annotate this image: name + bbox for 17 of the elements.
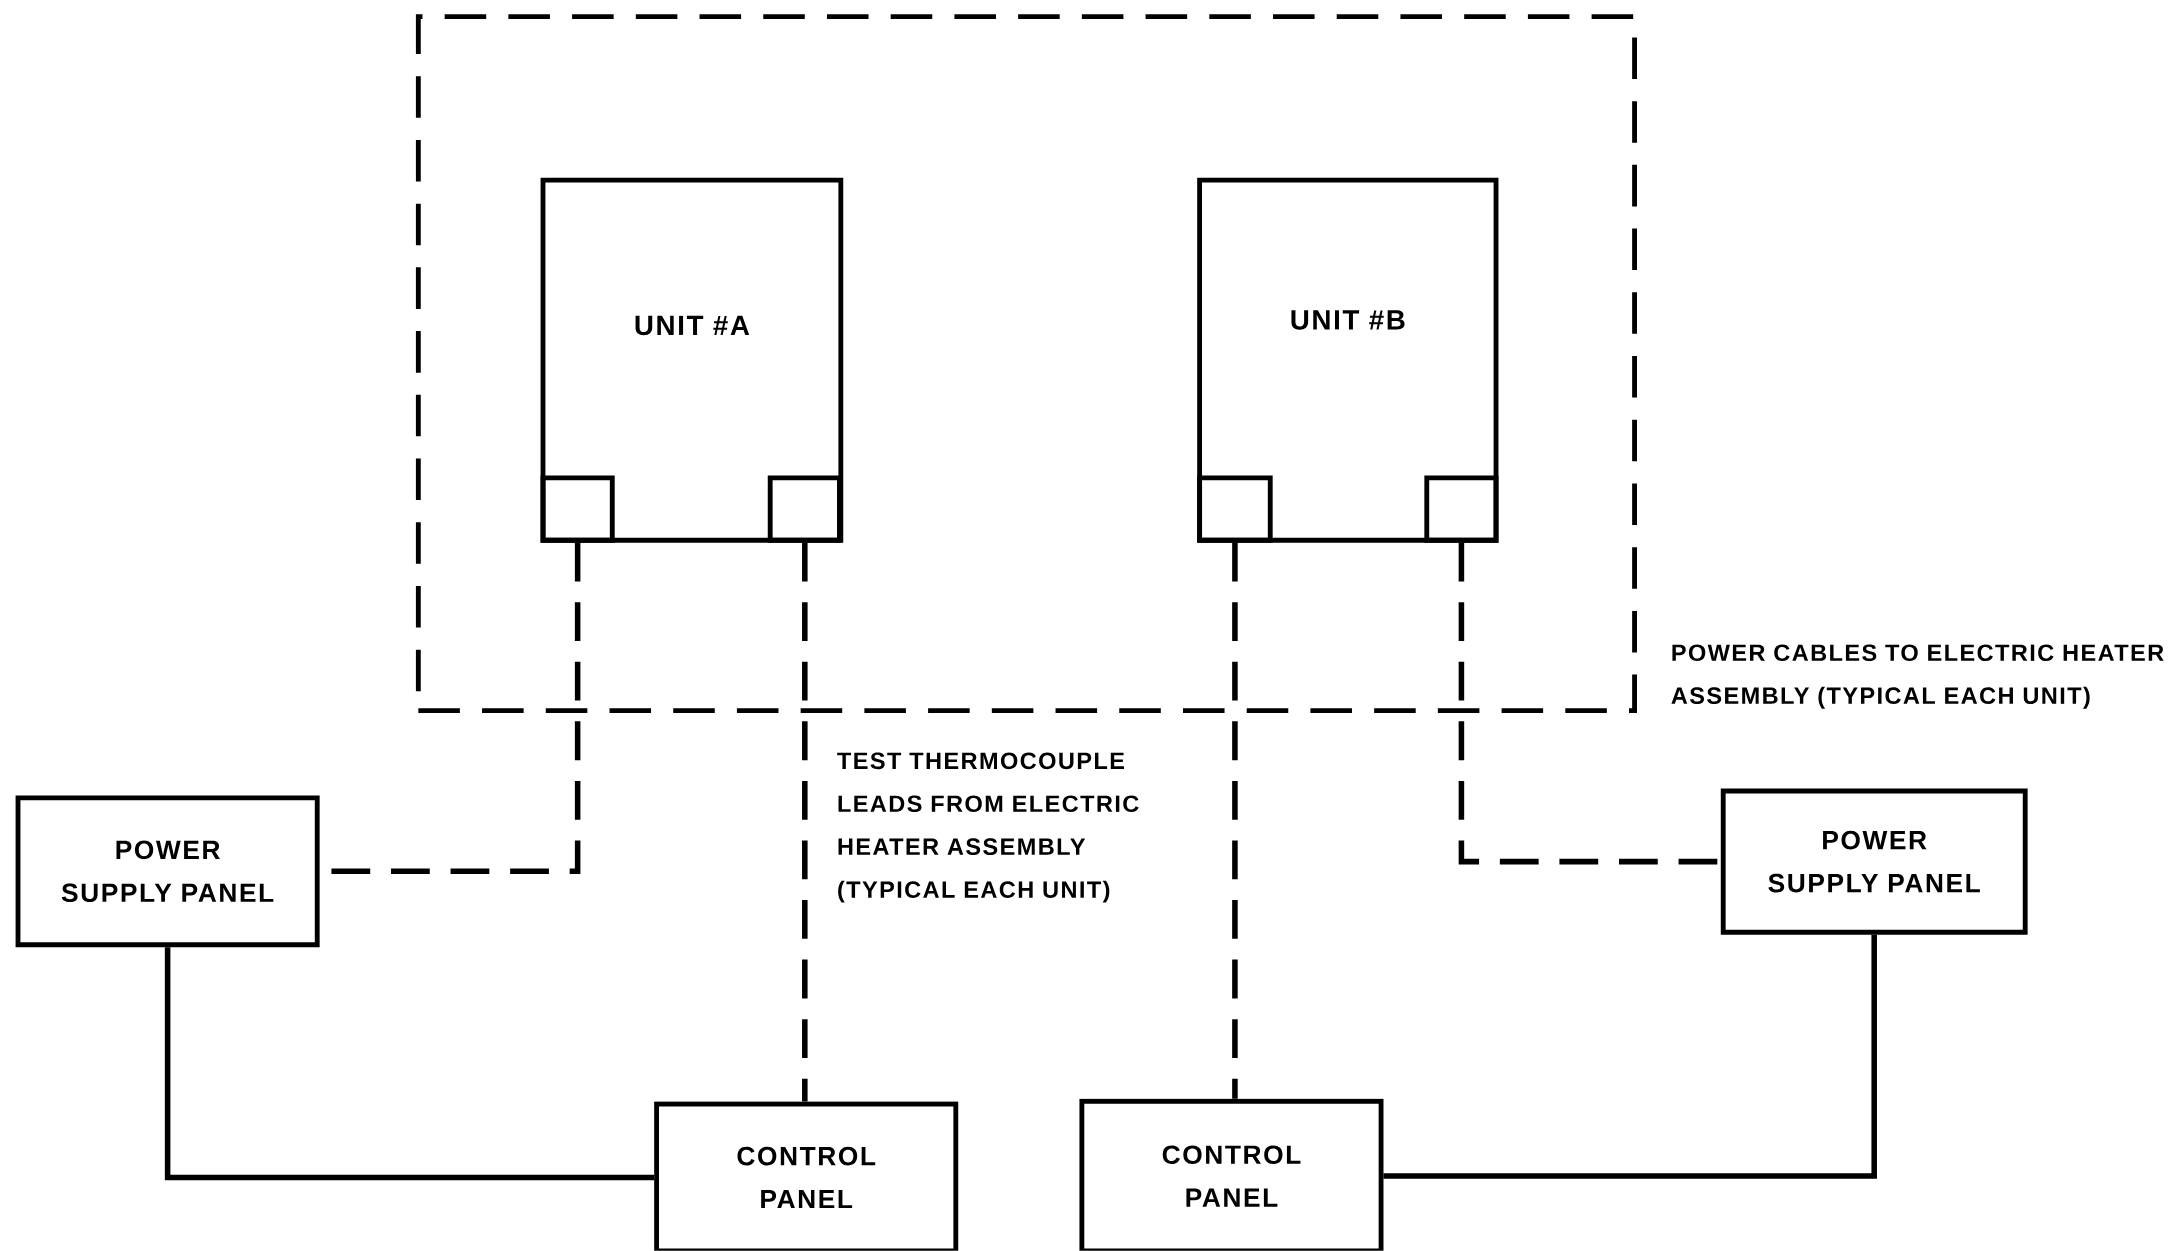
panel-box: CONTROL PANEL [654, 1101, 959, 1251]
unit-box: UNIT #A [540, 177, 844, 543]
enclosure-box [415, 14, 1637, 714]
connecting-line [164, 947, 655, 1181]
note-text: POWER CABLES TO ELECTRIC HEATER ASSEMBLY (TYPICAL EACH UNIT) [1671, 644, 2164, 709]
panel-box: POWER SUPPLY PANEL [1720, 788, 2028, 935]
connecting-line [1383, 934, 1877, 1179]
note-text: TEST THERMOCOUPLE LEADS FROM ELECTRIC HEATER ASSEMBLY (TYPICAL EACH UNIT) [837, 752, 1139, 903]
connector-box [1424, 475, 1499, 543]
panel-box: CONTROL PANEL [1079, 1098, 1384, 1251]
unit-box: UNIT #B [1197, 177, 1499, 543]
connector-box [540, 475, 615, 543]
connector-box [1197, 475, 1273, 543]
connecting-line [802, 542, 808, 1102]
panel-box: POWER SUPPLY PANEL [15, 795, 320, 948]
connecting-line [1232, 542, 1238, 1099]
connector-box [767, 475, 842, 543]
